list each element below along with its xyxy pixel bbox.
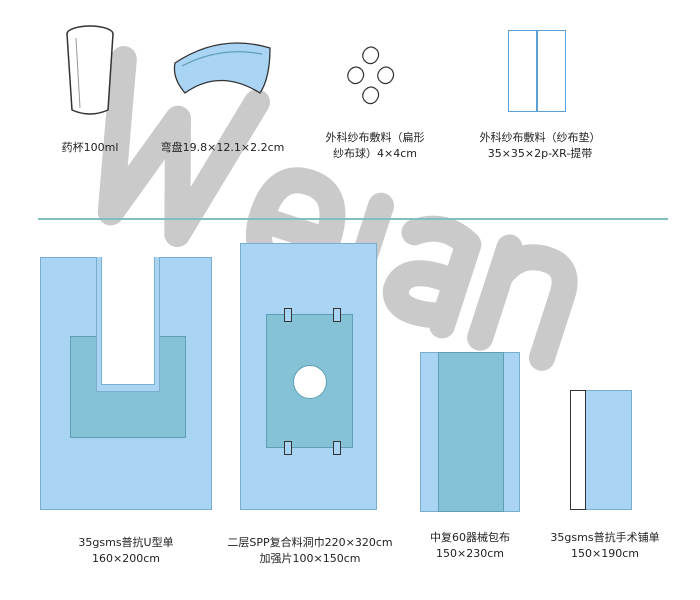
medicine-cup-image (66, 25, 114, 115)
divider (38, 218, 668, 220)
label-surgical-drape: 35gsms普抗手术铺单 150×190cm (535, 530, 675, 562)
u-drape-image (40, 257, 212, 510)
label-line: 150×190cm (571, 547, 639, 560)
gauze-balls-image (347, 46, 395, 105)
instrument-wrap-image (420, 352, 520, 512)
label-line: 150×230cm (436, 547, 504, 560)
label-kidney-basin: 弯盘19.8×12.1×2.2cm (160, 141, 285, 154)
label-line: 160×200cm (92, 552, 160, 565)
kidney-basin-image (173, 42, 271, 94)
label-line: 外科纱布敷料（纱布垫） (479, 131, 601, 144)
label-line: 二层SPP复合料洞巾220×320cm (227, 536, 393, 549)
label-medicine-cup: 药杯100ml (61, 141, 119, 154)
label-line: 中复60器械包布 (430, 531, 510, 544)
label-line: 纱布球）4×4cm (333, 147, 417, 160)
surgical-drape-image (570, 390, 632, 510)
gauze-pad-image (508, 30, 566, 112)
label-line: 外科纱布敷料（扁形 (325, 131, 425, 144)
label-u-drape: 35gsms普抗U型单 160×200cm (56, 535, 196, 567)
label-line: 35×35×2p-XR-提带 (487, 147, 593, 160)
label-line: 35gsms普抗U型单 (78, 536, 174, 549)
label-gauze-balls: 外科纱布敷料（扁形 纱布球）4×4cm (305, 130, 445, 162)
label-line: 35gsms普抗手术铺单 (550, 531, 660, 544)
label-line: 加强片100×150cm (259, 552, 361, 565)
label-gauze-pad: 外科纱布敷料（纱布垫） 35×35×2p-XR-提带 (460, 130, 620, 162)
fenestrated-drape-image (240, 243, 377, 510)
label-fenestrated-drape: 二层SPP复合料洞巾220×320cm 加强片100×150cm (210, 535, 410, 567)
label-instrument-wrap: 中复60器械包布 150×230cm (420, 530, 520, 562)
